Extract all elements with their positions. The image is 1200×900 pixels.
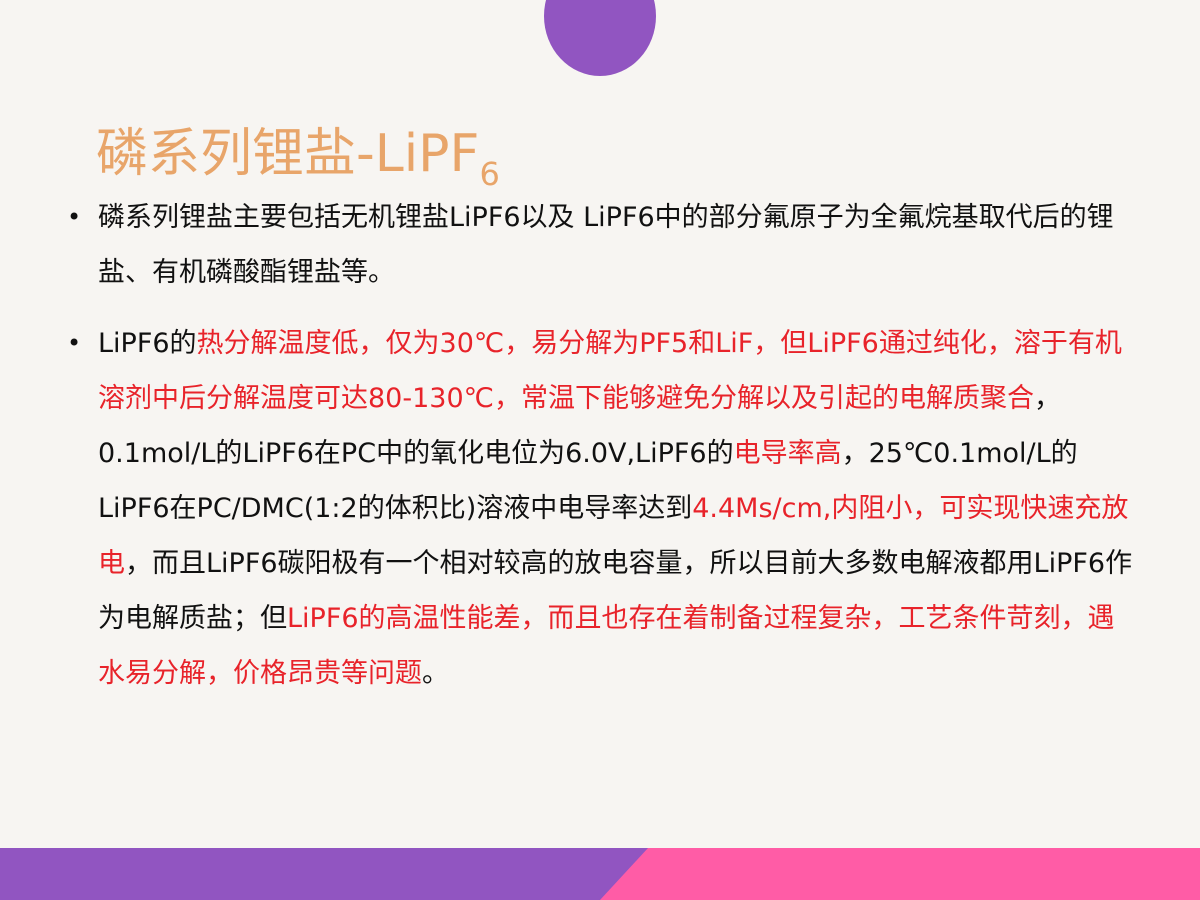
bullet-2-highlight-thermal: 热分解温度低，仅为30℃，易分解为PF5和LiF，但LiPF6通过纯化，溶于有机… [98, 328, 1122, 414]
decorative-top-oval [544, 0, 656, 76]
bullet-dot: • [67, 329, 82, 357]
slide-title-subscript: 6 [479, 155, 500, 193]
bullet-list: • 磷系列锂盐主要包括无机锂盐LiPF6以及 LiPF6中的部分氟原子为全氟烷基… [64, 190, 1134, 701]
bullet-2-text-5: 。 [422, 658, 449, 689]
bullet-2-highlight-drawbacks: LiPF6的高温性能差，而且也存在着制备过程复杂，工艺条件苛刻，遇水易分解，价格… [98, 603, 1115, 689]
bullet-2-highlight-resistance: 4.4Ms/cm,内阻小，可实现快速充放电 [98, 493, 1129, 579]
bullet-item-2: • LiPF6的热分解温度低，仅为30℃，易分解为PF5和LiF，但LiPF6通… [64, 316, 1134, 701]
bullet-2-text-3: ，25℃0.1mol/L的LiPF6在PC/DMC(1:2的体积比)溶液中电导率… [98, 438, 1078, 524]
bullet-item-1: • 磷系列锂盐主要包括无机锂盐LiPF6以及 LiPF6中的部分氟原子为全氟烷基… [64, 190, 1134, 300]
bullet-2-text-4: ，而且LiPF6碳阳极有一个相对较高的放电容量，所以目前大多数电解液都用LiPF… [98, 548, 1133, 634]
bullet-2-text-2: ，0.1mol/L的LiPF6在PC中的氧化电位为6.0V,LiPF6的 [98, 383, 1061, 469]
bullet-dot: • [67, 203, 82, 231]
bullet-2-highlight-conductivity: 电导率高 [733, 438, 842, 469]
slide-title: 磷系列锂盐-LiPF6 [96, 114, 500, 194]
bullet-2-text-1: LiPF6的 [98, 328, 197, 359]
bullet-1-text: 磷系列锂盐主要包括无机锂盐LiPF6以及 LiPF6中的部分氟原子为全氟烷基取代… [98, 202, 1114, 288]
decorative-bottom-bar-purple [0, 848, 660, 900]
slide-title-text: 磷系列锂盐-LiPF [96, 124, 480, 184]
decorative-bottom-bar-pink [600, 848, 1200, 900]
